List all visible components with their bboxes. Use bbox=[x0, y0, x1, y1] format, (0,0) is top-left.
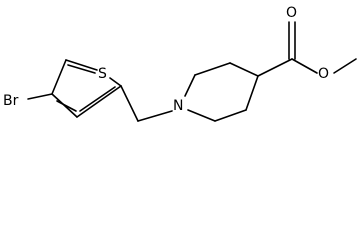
bond-ch2-n bbox=[137, 110, 173, 122]
bond-c5-c2 bbox=[76, 85, 122, 118]
atom-label-sulfur: S bbox=[98, 66, 107, 82]
bond-c5p-c6p bbox=[214, 109, 247, 122]
bond-c5-c2-double bbox=[79, 86, 116, 112]
bond-c3-s-double bbox=[67, 64, 96, 74]
atom-label-ester-oxygen: O bbox=[318, 66, 329, 82]
atom-label-bromine: Br bbox=[3, 93, 19, 109]
bond-c3-s bbox=[65, 59, 98, 71]
bond-c4-c3 bbox=[51, 59, 67, 95]
bond-c4p-c5p bbox=[245, 75, 259, 111]
bond-br-c4 bbox=[27, 93, 53, 100]
bond-o-methyl bbox=[333, 58, 357, 74]
bond-c4-c5-double bbox=[56, 100, 77, 112]
bond-layer bbox=[27, 21, 357, 122]
atom-label-layer: Br S N O O bbox=[3, 5, 329, 114]
bond-c2-ch2 bbox=[120, 85, 139, 122]
chemical-structure-diagram: Br S N O O bbox=[3, 5, 357, 122]
bond-c2p-c3p bbox=[194, 62, 231, 76]
atom-label-nitrogen: N bbox=[173, 98, 183, 114]
bond-n-c2p bbox=[184, 74, 196, 97]
bond-c6p-n bbox=[187, 109, 216, 122]
bond-s-c2 bbox=[109, 77, 122, 87]
atom-label-carbonyl-oxygen: O bbox=[286, 5, 297, 21]
bond-c4p-carbonyl bbox=[257, 58, 293, 77]
bond-carbonyl-o-ester bbox=[291, 58, 318, 74]
bond-c3p-c4p bbox=[229, 62, 259, 77]
